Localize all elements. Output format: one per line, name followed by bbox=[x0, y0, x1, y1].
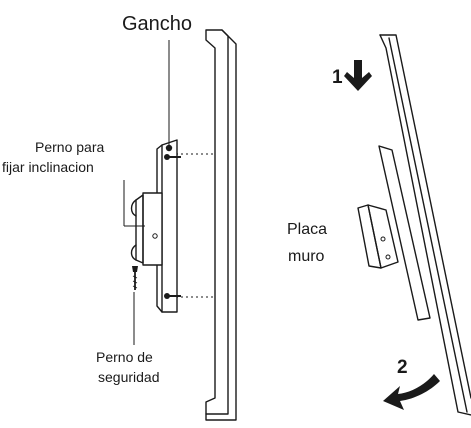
arrow-down-icon bbox=[344, 60, 372, 91]
safety-bolt-label-line2: seguridad bbox=[98, 369, 160, 385]
alignment-dashes bbox=[176, 153, 213, 298]
tv-profile-right bbox=[379, 34, 471, 416]
hook-label: Gancho bbox=[122, 13, 192, 35]
tilt-bolt-top-icon bbox=[164, 154, 181, 160]
hook-dot bbox=[165, 144, 173, 152]
tilt-bolt-label-line1: Perno para bbox=[35, 139, 104, 155]
safety-bolt-label-line1: Perno de bbox=[96, 349, 153, 365]
bracket-left bbox=[130, 139, 181, 313]
tilt-bolt-bottom-icon bbox=[164, 293, 181, 299]
safety-bolt-icon bbox=[132, 266, 138, 290]
bracket-right bbox=[357, 145, 431, 321]
tv-profile-left bbox=[205, 29, 237, 421]
step-1-number: 1 bbox=[332, 67, 343, 88]
wall-plate-label-line2: muro bbox=[288, 248, 325, 265]
step-2-number: 2 bbox=[397, 357, 408, 378]
arrow-curved-icon bbox=[383, 374, 440, 410]
wall-plate-label-line1: Placa bbox=[287, 221, 327, 238]
leader-lines bbox=[123, 40, 170, 345]
tilt-bolt-label-line2: fijar inclinacion bbox=[2, 159, 94, 175]
